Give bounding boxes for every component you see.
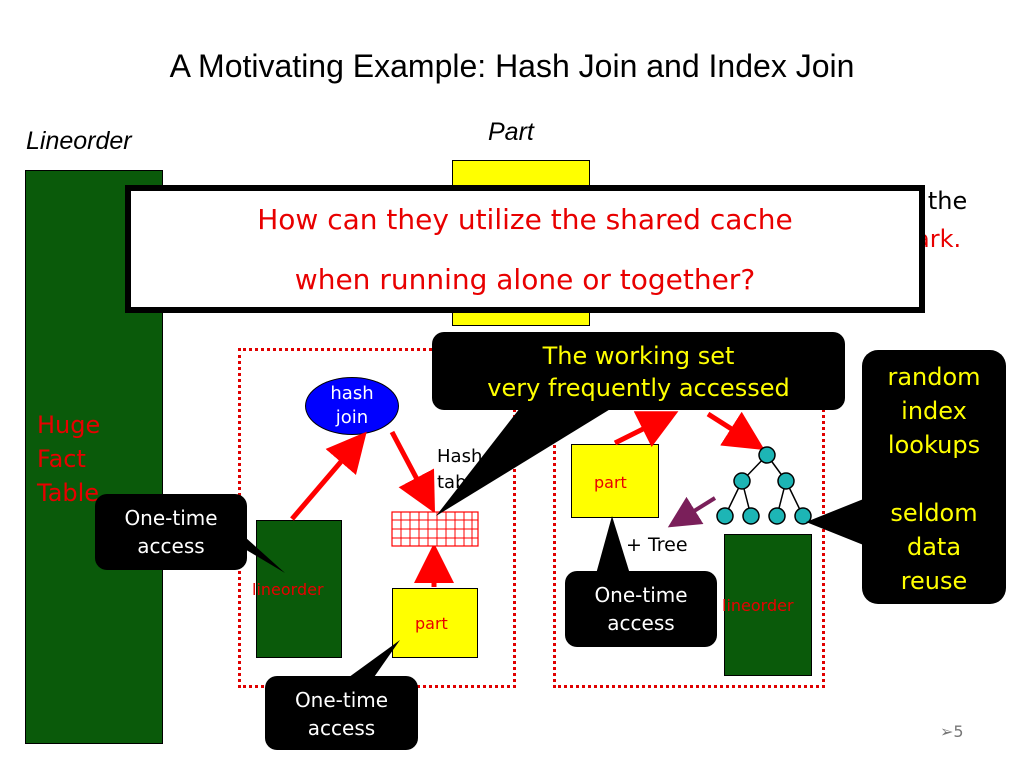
one-time-access-callout-right: One-time access (565, 571, 717, 647)
arrow-tree-lookup (667, 496, 717, 528)
hash-table-grid (391, 511, 479, 547)
callout-text: One-time access (594, 583, 688, 635)
fact-table-text: Huge Fact Table (37, 411, 101, 507)
question-box: How can they utilize the shared cache wh… (125, 185, 925, 313)
random-lookups-callout: random index lookups seldom data reuse (862, 350, 1006, 604)
page-number-value: 5 (953, 722, 964, 741)
question-line1: How can they utilize the shared cache (257, 203, 793, 236)
arrow-part-to-indexjoin (613, 411, 679, 448)
working-set-callout: The working set very frequently accessed (432, 332, 845, 410)
part-block-right (571, 444, 659, 518)
btree-graphic (716, 446, 812, 525)
lineorder-block-right (724, 534, 812, 676)
callout-tail-mid (596, 516, 630, 574)
slide-title: A Motivating Example: Hash Join and Inde… (169, 48, 855, 84)
question-line2: when running alone or together? (294, 263, 756, 296)
lineorder-block-right-label: lineorder (722, 596, 794, 615)
one-time-access-callout-bottom: One-time access (265, 676, 418, 750)
callout-tail-bottom (345, 640, 400, 680)
btree-label: + Tree (626, 534, 688, 556)
page-number: ➢5 (940, 722, 964, 741)
lineorder-block-left-label: lineorder (252, 580, 324, 599)
part-label: Part (488, 118, 534, 146)
callout-text: One-time access (294, 688, 389, 740)
hash-join-label: hash join (330, 383, 374, 428)
one-time-access-callout-left: One-time access (95, 494, 247, 570)
part-block-left-label: part (415, 614, 448, 633)
hash-join-node: hash join (305, 377, 399, 435)
callout-text: The working set very frequently accessed (487, 342, 790, 402)
callout-text: random index lookups seldom data reuse (887, 363, 981, 595)
lineorder-label: Lineorder (26, 127, 132, 155)
callout-text: One-time access (124, 506, 218, 558)
arrow-hashjoin-to-hashtable (389, 430, 436, 514)
lineorder-block-left (256, 520, 342, 658)
part-block-right-label: part (594, 473, 627, 492)
part-block-left (392, 588, 478, 658)
arrow-lineorder-to-hashjoin (290, 431, 367, 521)
callout-tail-random (806, 498, 866, 546)
callout-tail-working (436, 408, 612, 516)
arrow-indexjoin-to-tree (706, 411, 765, 451)
